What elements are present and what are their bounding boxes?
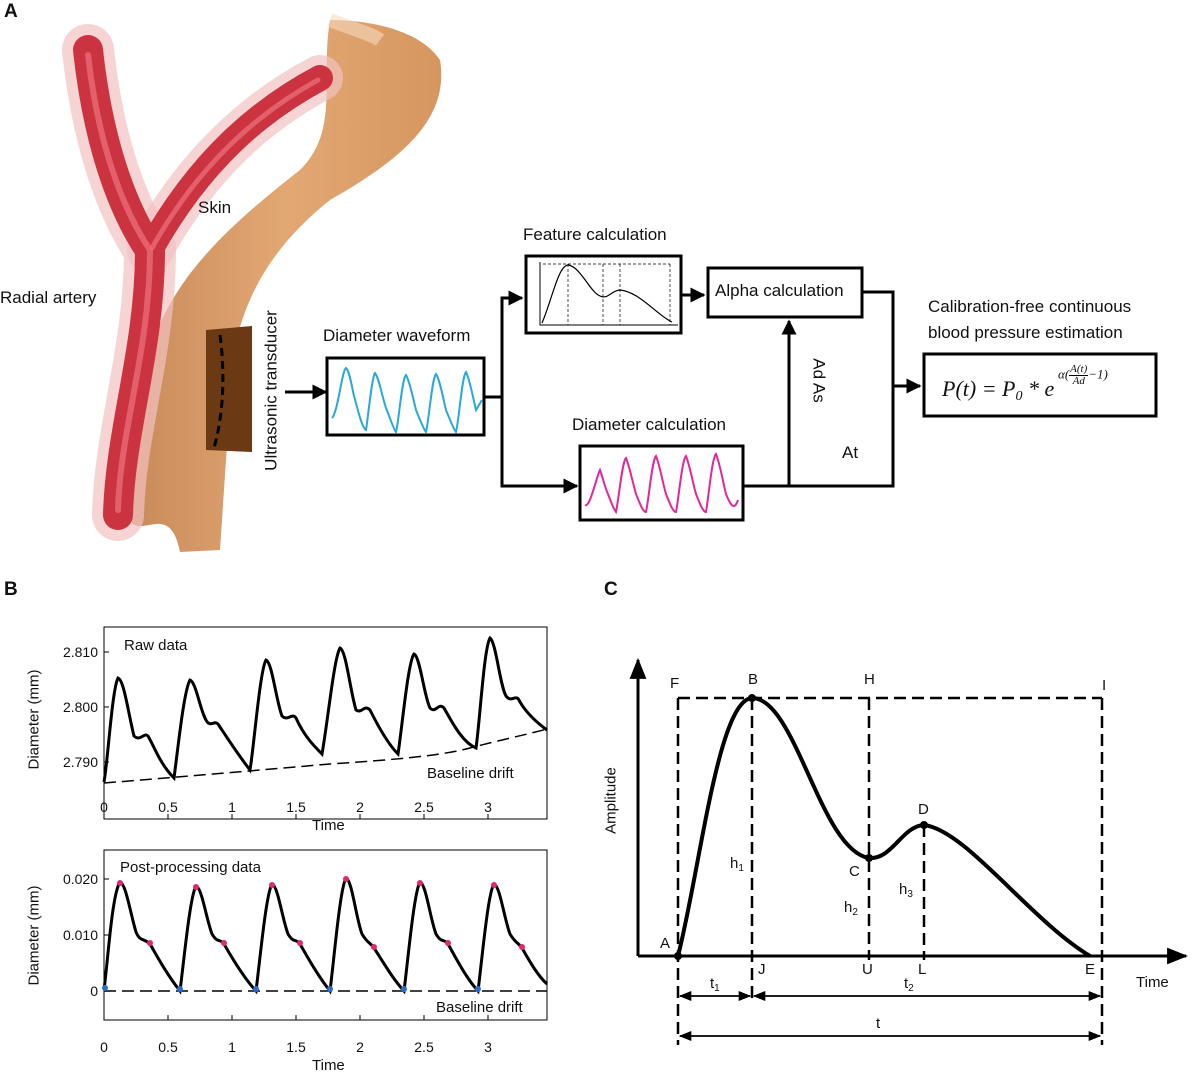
alpha-calculation-label: Alpha calculation <box>715 281 844 300</box>
raw-data-axes-box <box>103 626 548 820</box>
point-c-label: C <box>849 863 860 880</box>
post-xtick: 1 <box>228 1039 236 1055</box>
point-b-label: B <box>748 671 759 688</box>
post-xtick: 1.5 <box>286 1039 306 1055</box>
feature-calculation-box <box>524 254 683 335</box>
post-processing-trace <box>102 876 549 995</box>
feature-calculation-label: Feature calculation <box>523 225 667 244</box>
point-e-label: E <box>1085 961 1096 978</box>
h1-label: h1 <box>730 855 744 874</box>
raw-data-title: Raw data <box>124 637 188 654</box>
radial-artery-label: Radial artery <box>0 288 97 307</box>
time-interval-arrows <box>678 990 1102 1042</box>
raw-xtick: 1 <box>228 799 236 815</box>
point-i-label: I <box>1102 677 1107 694</box>
alpha-calculation-box <box>706 266 864 319</box>
raw-xtick: 3 <box>484 799 492 815</box>
guide-lines <box>676 696 1104 1045</box>
point-u-label: U <box>862 961 873 978</box>
feature-thumbnail <box>539 262 678 326</box>
h3-label: h3 <box>899 881 913 900</box>
raw-xtick: 0 <box>100 799 108 815</box>
post-ytick: 0.010 <box>62 927 98 943</box>
post-baseline-drift-label: Baseline drift <box>436 999 523 1016</box>
post-xtick: 3 <box>484 1039 492 1055</box>
raw-data-trace <box>102 635 548 783</box>
formula-box <box>922 352 1158 418</box>
raw-xtick: 0.5 <box>158 799 178 815</box>
diameter-calculation-trace <box>584 452 739 515</box>
post-xtick: 2.5 <box>414 1039 434 1055</box>
post-y-axis-label: Diameter (mm) <box>25 885 43 986</box>
time-axis-label: Time <box>1136 974 1169 991</box>
ad-as-label: Ad As <box>809 358 829 403</box>
diameter-calculation-box <box>578 444 745 522</box>
panel-label-a: A <box>4 1 18 22</box>
t1-label: t1 <box>710 975 720 994</box>
post-xtick: 0.5 <box>158 1039 178 1055</box>
diameter-waveform-label: Diameter waveform <box>323 326 471 345</box>
at-label: At <box>842 443 859 462</box>
t-label: t <box>876 1015 881 1032</box>
raw-ytick: 2.800 <box>62 699 98 715</box>
point-l-label: L <box>918 961 927 978</box>
point-a-label: A <box>660 935 671 952</box>
raw-baseline-drift-label: Baseline drift <box>427 765 514 782</box>
post-x-axis-label: Time <box>312 1057 345 1074</box>
raw-xtick: 2 <box>356 799 364 815</box>
output-title-line2: blood pressure estimation <box>928 323 1123 342</box>
ultrasonic-transducer-label: Ultrasonic transducer <box>261 310 281 471</box>
pulse-waveform <box>676 695 1092 958</box>
point-j-label: J <box>758 961 766 978</box>
raw-x-axis-label: Time <box>312 817 345 834</box>
formula-exponent: α(A(t)Ad−1) <box>1058 363 1108 387</box>
diagram-connectors <box>484 287 922 494</box>
radial-artery-shape <box>62 24 343 541</box>
h2-label: h2 <box>844 899 858 918</box>
post-xtick: 0 <box>100 1039 108 1055</box>
raw-data-ticks <box>103 651 489 819</box>
post-xtick: 2 <box>356 1039 364 1055</box>
point-h-label: H <box>864 671 875 688</box>
raw-y-axis-label: Diameter (mm) <box>25 669 43 770</box>
output-title-line1: Calibration-free continuous <box>928 297 1132 316</box>
post-processing-ticks <box>103 878 489 1020</box>
ultrasonic-transducer <box>206 326 252 452</box>
post-ytick: 0 <box>90 983 98 999</box>
raw-xtick: 2.5 <box>414 799 434 815</box>
panel-label-b: B <box>4 579 18 600</box>
amplitude-axis-label: Amplitude <box>602 767 620 834</box>
waveform-points <box>674 694 928 960</box>
post-peak-markers <box>117 876 525 950</box>
pressure-formula: P(t) = P0 * e <box>942 376 1055 404</box>
point-d-label: D <box>918 801 929 818</box>
t2-label: t2 <box>904 975 914 994</box>
raw-baseline-drift-line <box>103 728 548 784</box>
panel-label-c: C <box>604 579 618 600</box>
point-f-label: F <box>670 675 680 692</box>
post-foot-markers <box>102 985 481 992</box>
raw-ytick: 2.810 <box>62 644 98 660</box>
post-processing-title: Post-processing data <box>120 859 261 876</box>
raw-xtick: 1.5 <box>286 799 306 815</box>
post-ytick: 0.020 <box>62 871 98 887</box>
raw-ytick: 2.790 <box>62 754 98 770</box>
diameter-waveform-trace <box>331 366 483 434</box>
diameter-calculation-label: Diameter calculation <box>572 415 727 434</box>
skin-label: Skin <box>198 198 232 217</box>
